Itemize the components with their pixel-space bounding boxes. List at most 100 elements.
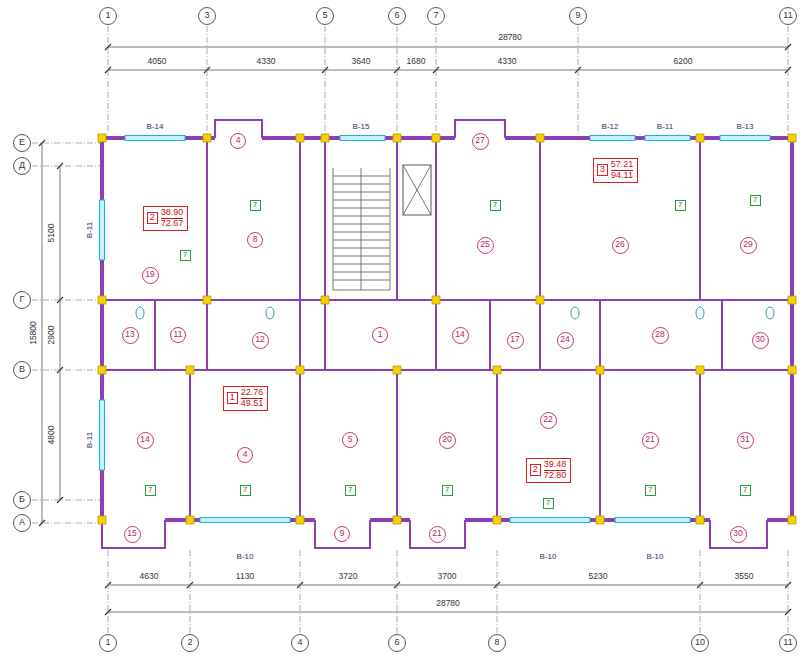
- room-label: 4: [236, 136, 241, 145]
- window: [100, 400, 105, 470]
- room-count: 3: [597, 164, 608, 176]
- axis-label: 9: [575, 11, 580, 21]
- room-label: 27: [475, 136, 484, 145]
- room-label: 11: [174, 330, 183, 339]
- dimension-text: 4330: [256, 57, 277, 66]
- window-mark: В-10: [646, 553, 665, 562]
- apartment-area-tag: 122.7649.51: [223, 386, 268, 411]
- room-number: 14: [137, 432, 154, 449]
- room-number: 24: [557, 332, 574, 349]
- axis-marker: Г: [13, 291, 31, 309]
- room-number: 14: [452, 327, 469, 344]
- finish-label: 7: [243, 486, 247, 494]
- room-label: 14: [455, 330, 464, 339]
- total-area: 72.67: [161, 219, 184, 229]
- window-mark: В-11: [656, 123, 674, 132]
- dimension-tick: [39, 44, 791, 615]
- axis-marker: 5: [316, 7, 334, 25]
- room-label: 1: [378, 330, 383, 339]
- axis-marker: 2: [181, 634, 199, 652]
- axis-marker: 10: [691, 634, 709, 652]
- axis-label: 7: [433, 11, 438, 21]
- column: [98, 134, 796, 524]
- finish-label: 7: [678, 201, 682, 209]
- axis-marker: 11: [779, 634, 797, 652]
- room-label: 19: [145, 270, 154, 279]
- dimension-text: 6200: [673, 57, 694, 66]
- room-label: 30: [733, 529, 742, 538]
- window-mark: В-14: [146, 123, 165, 132]
- apartment-area-tag: 239.4872.80: [526, 458, 571, 483]
- room-label: 13: [125, 330, 134, 339]
- toilet-symbol: [696, 307, 704, 319]
- room-number: 8: [247, 232, 263, 248]
- room-label: 21: [432, 529, 441, 538]
- finish-label: 7: [148, 486, 152, 494]
- axis-marker: Д: [13, 157, 31, 175]
- finish-label: 7: [648, 486, 652, 494]
- finish-label: 7: [183, 251, 187, 259]
- window: [200, 518, 290, 523]
- room-number: 5: [342, 432, 358, 448]
- dimension-text: 4330: [497, 57, 518, 66]
- room-number: 9: [334, 526, 350, 542]
- room-number: 4: [230, 133, 246, 149]
- dimension-text: 3700: [437, 572, 458, 581]
- room-number: 11: [170, 327, 186, 343]
- finish-label: 7: [493, 201, 497, 209]
- axis-label: 1: [105, 638, 110, 648]
- floor-finish-tag: 7: [442, 485, 453, 496]
- dimension-text: 2900: [47, 325, 56, 346]
- room-label: 17: [510, 335, 519, 344]
- finish-label: 7: [743, 486, 747, 494]
- window-mark: В-15: [352, 123, 371, 132]
- window-mark: В-10: [236, 553, 255, 562]
- dimension-text: 3640: [351, 57, 372, 66]
- dimension-text: 5230: [588, 572, 609, 581]
- axis-label: А: [19, 518, 25, 528]
- dimension-text: 28780: [497, 33, 523, 42]
- axis-label: Б: [19, 495, 25, 505]
- floor-finish-tag: 7: [250, 200, 261, 211]
- floor-finish-tag: 7: [145, 485, 156, 496]
- finish-label: 7: [546, 499, 550, 507]
- window-mark: В-12: [601, 123, 620, 132]
- axis-marker: 4: [291, 634, 309, 652]
- room-label: 30: [755, 335, 764, 344]
- room-number: 25: [477, 237, 494, 254]
- window: [645, 136, 690, 141]
- area-fraction: 39.4872.80: [544, 460, 567, 481]
- window-mark: В-13: [736, 123, 755, 132]
- room-number: 15: [124, 526, 141, 543]
- interior-wall: [102, 138, 792, 520]
- window: [125, 136, 185, 141]
- finish-label: 7: [253, 201, 257, 209]
- axis-marker: 1: [99, 7, 117, 25]
- floor-finish-tag: 7: [740, 485, 751, 496]
- room-number: 17: [507, 332, 524, 349]
- axis-label: Д: [19, 161, 25, 171]
- living-area: 22.76: [241, 388, 264, 399]
- axis-marker: 1: [99, 634, 117, 652]
- room-number: 12: [252, 332, 269, 349]
- axis-label: 10: [695, 638, 705, 648]
- dimension-text: 4630: [139, 572, 160, 581]
- room-count: 1: [227, 392, 238, 404]
- room-label: 29: [743, 240, 752, 249]
- total-area: 94.11: [611, 171, 633, 181]
- axis-label: 4: [297, 638, 302, 648]
- dimension-text: 15800: [29, 320, 38, 346]
- axis-marker: 8: [488, 634, 506, 652]
- outer-wall: [102, 138, 792, 520]
- toilet-symbol: [266, 307, 274, 319]
- room-label: 28: [655, 330, 664, 339]
- living-area: 57.21: [611, 160, 634, 171]
- room-number: 19: [142, 267, 159, 284]
- window: [720, 136, 770, 141]
- area-fraction: 38.9072.67: [161, 208, 184, 229]
- window: [340, 136, 385, 141]
- room-label: 4: [243, 450, 248, 459]
- room-label: 8: [253, 235, 258, 244]
- window-mark: В-11: [86, 431, 95, 449]
